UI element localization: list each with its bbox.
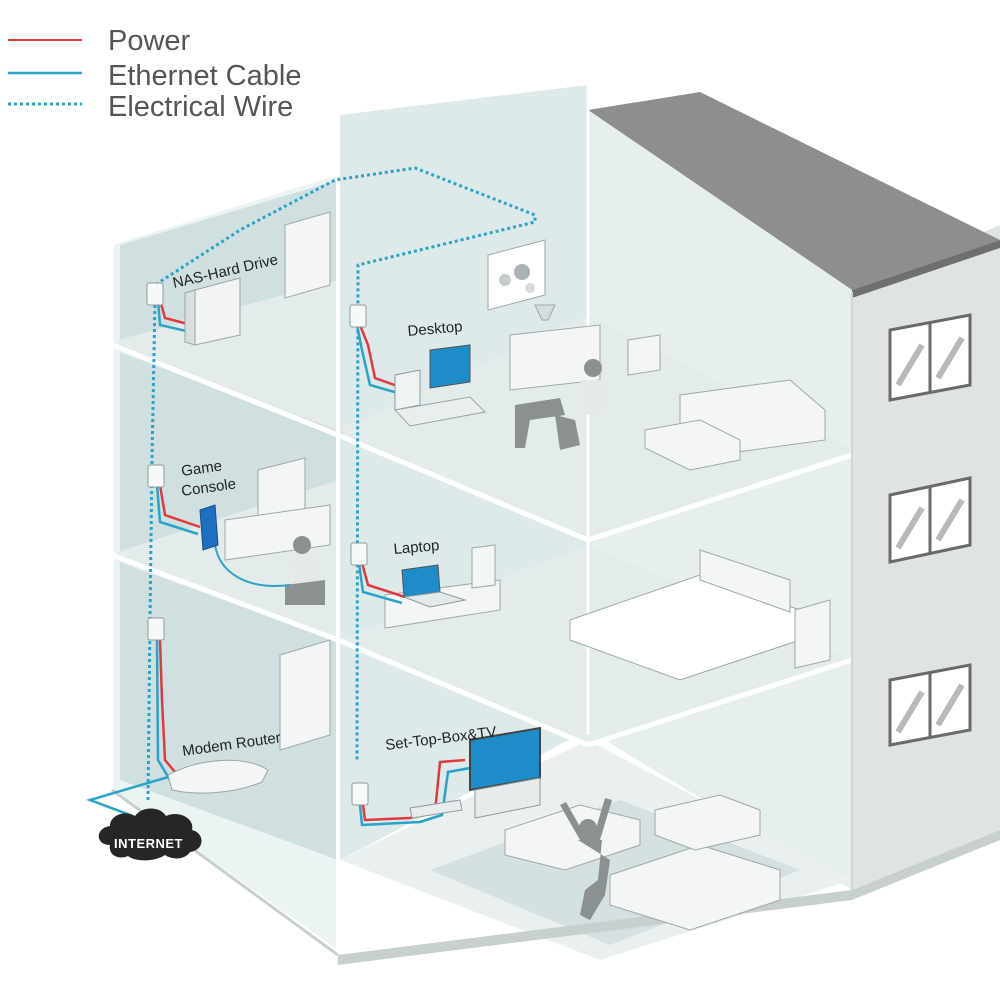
powerline-adapter-icon xyxy=(350,542,368,566)
label-laptop: Laptop xyxy=(393,537,440,558)
wardrobe-mid xyxy=(794,599,831,669)
window-bottom xyxy=(888,663,972,747)
game-ethernet-cable xyxy=(155,484,199,536)
lamp xyxy=(534,304,556,321)
person-jumping xyxy=(560,798,612,920)
modem-power-cable xyxy=(158,639,181,779)
sofa-living-1 xyxy=(504,804,641,871)
powerline-adapter-icon xyxy=(147,464,165,488)
house-roof-edge xyxy=(852,240,1000,298)
legend-power-label: Power xyxy=(108,25,191,57)
powerline-adapter-icon xyxy=(146,282,164,306)
game-console-icon xyxy=(199,504,219,551)
shelf-nas-room xyxy=(284,211,331,299)
window-top xyxy=(888,313,972,402)
floor-top-left xyxy=(118,280,338,430)
slab-edge-2 xyxy=(337,432,589,543)
modem-setup xyxy=(86,617,269,829)
sofa-living-3 xyxy=(654,794,761,851)
person-desktop xyxy=(515,359,610,450)
laptop-power-cable xyxy=(360,562,406,599)
stb-ethernet-cable xyxy=(358,766,471,827)
legend: Power Ethernet Cable Electrical Wire xyxy=(8,25,301,123)
modem-room-cabinet xyxy=(279,639,331,751)
powerline-adapter-icon xyxy=(349,304,367,328)
laptop-setup xyxy=(350,542,467,608)
powerline-adapter-icon xyxy=(147,617,165,641)
set-top-box-icon xyxy=(409,799,463,819)
cloud-icon: INTERNET xyxy=(98,808,202,861)
coffee-table-top xyxy=(644,419,741,471)
nas-setup xyxy=(146,277,241,346)
game-power-cable xyxy=(158,484,201,529)
bed-headboard xyxy=(699,549,791,613)
nas-ethernet-cable xyxy=(156,299,196,335)
label-game: Game xyxy=(180,457,223,480)
house-base xyxy=(338,830,1000,965)
slab-edge-5 xyxy=(337,637,589,748)
internet-label: INTERNET xyxy=(114,836,183,851)
desktop-computer-icon xyxy=(394,344,487,427)
window-middle xyxy=(888,476,972,564)
slab-edge-1 xyxy=(111,342,339,438)
slab-edge-6 xyxy=(587,657,853,748)
desktop-power-cable xyxy=(358,324,401,389)
powerline-adapter-icon xyxy=(351,782,369,806)
laptop-icon xyxy=(401,564,467,608)
house-roof xyxy=(588,92,1000,290)
modem-ethernet-cable xyxy=(155,639,172,781)
nas-drive-icon xyxy=(184,277,241,346)
game-console-setup xyxy=(147,464,291,587)
windows xyxy=(888,313,972,747)
slab-edge-3 xyxy=(587,452,853,543)
legend-electrical-label: Electrical Wire xyxy=(108,91,293,123)
game-controller-cable xyxy=(214,544,291,587)
people xyxy=(285,359,612,920)
person-gaming xyxy=(285,536,325,605)
laptop-ethernet-cable xyxy=(357,562,403,605)
stb-setup xyxy=(351,726,541,827)
label-desktop: Desktop xyxy=(407,318,463,340)
desktop-ethernet-cable xyxy=(355,324,399,395)
laptop-room-cabinet xyxy=(471,544,496,589)
modem-router-icon xyxy=(167,759,269,794)
legend-ethernet-label: Ethernet Cable xyxy=(108,60,301,92)
tv-icon xyxy=(469,726,541,819)
sideboard xyxy=(627,334,661,376)
desktop-setup xyxy=(349,304,487,427)
